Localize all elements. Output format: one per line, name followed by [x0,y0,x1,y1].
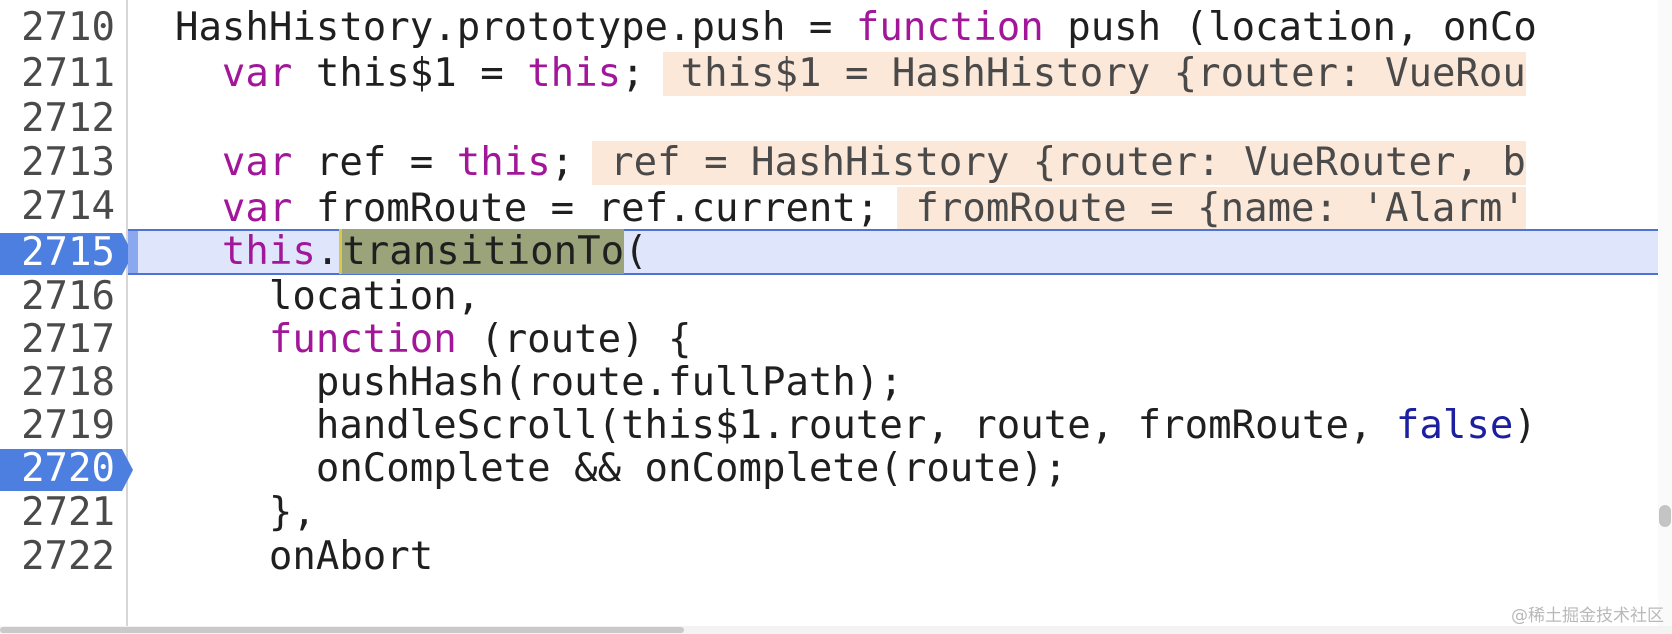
paused-execution-line[interactable]: this.transitionTo( [128,229,1658,275]
code-line[interactable]: HashHistory.prototype.push = function pu… [128,5,1537,50]
horizontal-scroll-thumb[interactable] [0,627,684,633]
code-line[interactable]: onComplete && onComplete(route); [128,446,1068,491]
inline-value[interactable]: this$1 = HashHistory {router: VueRou [662,52,1526,96]
code-area[interactable]: HashHistory.prototype.push = function pu… [128,0,1658,634]
line-number-breakpoint[interactable]: 2715 [21,230,115,275]
code-line[interactable]: var ref = this;ref = HashHistory {router… [221,140,1526,185]
line-number[interactable]: 2714 [21,184,115,229]
line-number[interactable]: 2713 [21,140,115,185]
line-number[interactable]: 2722 [21,534,115,579]
inline-value[interactable]: ref = HashHistory {router: VueRouter, b [592,141,1526,185]
line-number[interactable]: 2710 [21,5,115,50]
breakpoint-marker[interactable] [0,233,140,275]
highlighted-call[interactable]: transitionTo [339,229,625,274]
paused-line-indicator [128,231,138,273]
line-number-breakpoint[interactable]: 2720 [21,446,115,491]
horizontal-scrollbar[interactable] [0,626,1672,634]
code-line[interactable]: handleScroll(this$1.router, route, fromR… [128,403,1537,448]
line-number[interactable]: 2721 [21,490,115,535]
line-number[interactable]: 2711 [21,51,115,96]
code-line[interactable]: onAbort [128,534,434,579]
line-number-gutter[interactable]: 2710 2711 2712 2713 2714 2715 2716 2717 … [0,0,133,634]
code-line[interactable]: }, [128,490,316,535]
code-line[interactable]: pushHash(route.fullPath); [128,360,903,405]
line-number[interactable]: 2712 [21,96,115,141]
line-number[interactable]: 2716 [21,274,115,319]
line-number[interactable]: 2717 [21,317,115,362]
code-line[interactable]: var fromRoute = ref.current;fromRoute = … [221,186,1526,231]
inline-value[interactable]: fromRoute = {name: 'Alarm' [897,187,1526,231]
watermark: @稀土掘金技术社区 [1511,606,1664,626]
vertical-scrollbar[interactable] [1658,0,1672,634]
line-number[interactable]: 2719 [21,403,115,448]
line-number[interactable]: 2718 [21,360,115,405]
code-line[interactable]: location, [128,274,481,319]
vertical-scroll-thumb[interactable] [1659,505,1671,527]
code-line[interactable]: function (route) { [268,317,692,362]
code-line[interactable]: var this$1 = this;this$1 = HashHistory {… [221,51,1526,96]
breakpoint-marker[interactable] [0,449,140,491]
